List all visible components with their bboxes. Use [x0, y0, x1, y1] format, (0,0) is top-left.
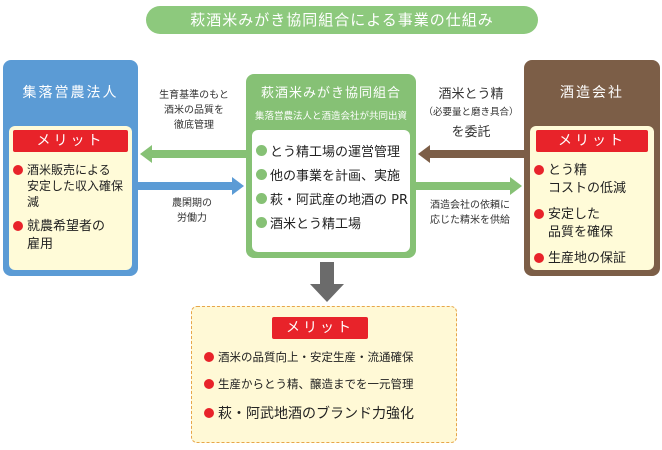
list-item: 生産からとう精、醸造までを一元管理: [204, 376, 452, 392]
merit-text: とう精 コストの低減: [548, 163, 627, 196]
red-bullet-icon: [534, 209, 544, 219]
red-bullet-icon: [13, 165, 23, 175]
green-bullet-icon: [256, 168, 267, 180]
list-item: 酒米販売による 安定した収入確保減: [13, 162, 130, 210]
red-bullet-icon: [534, 165, 544, 175]
red-bullet-icon: [13, 221, 23, 231]
merit-badge: メリット: [13, 130, 128, 152]
farm-corporation-box: 集落営農法人 メリット 酒米販売による 安定した収入確保減 就農希望者の 雇用: [3, 60, 138, 276]
label-polishing-note: （必要量と磨き具合）: [423, 107, 519, 118]
green-bullet-icon: [256, 144, 267, 156]
arrow-right-to-center: [418, 145, 524, 163]
overall-merits-box: メリット 酒米の品質向上・安定生産・流通確保 生産からとう精、醸造までを一元管理…: [191, 306, 457, 443]
brewery-title: 酒造会社: [560, 85, 624, 101]
list-item: 安定した 品質を確保: [534, 206, 652, 242]
red-bullet-icon: [534, 253, 544, 263]
activity-text: とう精工場の運営管理: [270, 144, 401, 160]
diagram-title: 萩酒米みがき協同組合による事業の仕組み: [146, 6, 538, 34]
merit-text: 酒米の品質向上・安定生産・流通確保: [218, 350, 414, 364]
merit-badge: メリット: [536, 130, 648, 152]
list-item: 萩・阿武地酒のブランド力強化: [204, 403, 452, 423]
cooperative-title: 萩酒米みがき協同組合: [260, 86, 401, 101]
list-item: 萩・阿武産の地酒の PR: [256, 186, 409, 210]
arrow-center-to-right: [416, 177, 522, 195]
list-item: 他の事業を計画、実施: [256, 162, 406, 186]
list-item: とう精 コストの低減: [534, 162, 652, 198]
cooperative-subtitle: 集落営農法人と酒造会社が共同出資: [254, 111, 407, 122]
label-outsource: を委託: [451, 125, 491, 140]
merit-text: 酒米販売による 安定した収入確保減: [27, 163, 124, 209]
cooperative-box: 萩酒米みがき協同組合 集落営農法人と酒造会社が共同出資 とう精工場の運営管理 他…: [246, 74, 416, 258]
merit-text: 生産からとう精、醸造までを一元管理: [218, 377, 414, 391]
list-item: 就農希望者の 雇用: [13, 218, 130, 254]
red-bullet-icon: [204, 379, 214, 389]
cooperative-activities-panel: とう精工場の運営管理 他の事業を計画、実施 萩・阿武産の地酒の PR 酒米とう精…: [252, 130, 410, 252]
activity-text: 酒米とう精工場: [270, 216, 362, 232]
brewery-merits-panel: メリット とう精 コストの低減 安定した 品質を確保 生産地の保証: [530, 126, 654, 270]
activity-text: 萩・阿武産の地酒の PR: [270, 192, 409, 208]
green-bullet-icon: [256, 192, 267, 204]
list-item: とう精工場の運営管理: [256, 138, 406, 162]
brewery-box: 酒造会社 メリット とう精 コストの低減 安定した 品質を確保 生産地の保証: [524, 60, 660, 276]
arrow-center-to-bottom: [310, 262, 344, 302]
label-quality-control: 生育基準のもと 酒米の品質を 徹底管理: [159, 90, 229, 131]
label-offseason-labor: 農閑期の 労働力: [172, 198, 212, 224]
list-item: 酒米の品質向上・安定生産・流通確保: [204, 349, 452, 365]
merit-text: 安定した 品質を確保: [548, 207, 614, 240]
list-item: 生産地の保証: [534, 250, 652, 268]
list-item: 酒米とう精工場: [256, 210, 406, 234]
farm-corporation-merits-panel: メリット 酒米販売による 安定した収入確保減 就農希望者の 雇用: [9, 126, 132, 270]
farm-corporation-title: 集落営農法人: [22, 85, 119, 101]
label-rice-polishing: 酒米とう精: [438, 87, 504, 102]
label-supply-rice: 酒造会社の依頼に 応じた精米を供給: [430, 200, 510, 226]
red-bullet-icon: [204, 352, 214, 362]
red-bullet-icon: [204, 408, 214, 418]
merit-text: 生産地の保証: [548, 251, 627, 266]
activity-text: 他の事業を計画、実施: [270, 168, 401, 184]
merit-badge: メリット: [272, 317, 368, 339]
arrow-center-to-left: [140, 145, 246, 163]
merit-text: 萩・阿武地酒のブランド力強化: [218, 406, 414, 422]
merit-text: 就農希望者の 雇用: [27, 219, 106, 252]
arrow-left-to-center: [138, 177, 244, 195]
green-bullet-icon: [256, 216, 267, 228]
